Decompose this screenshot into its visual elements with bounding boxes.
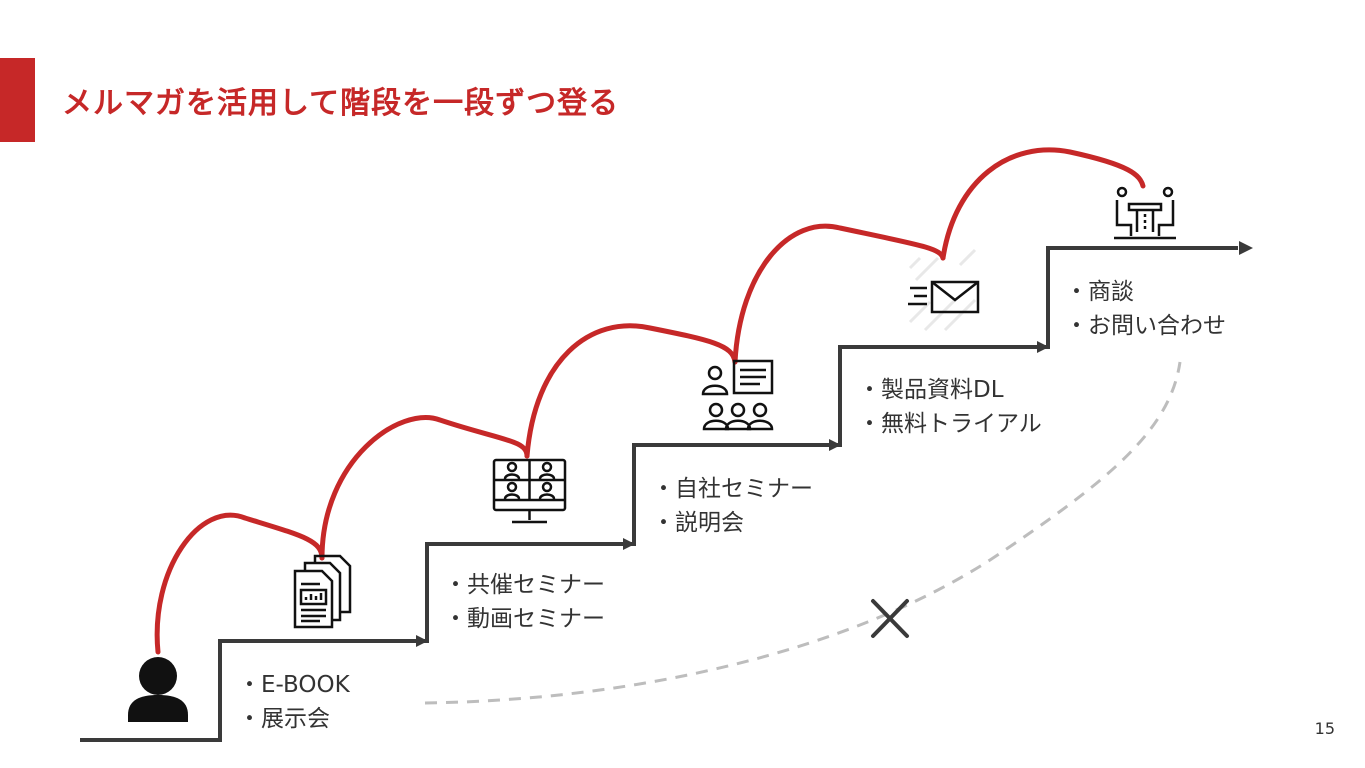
step-3-item: 説明会	[652, 506, 813, 540]
hop-arc	[940, 147, 1146, 261]
step-1-item: 展示会	[238, 702, 350, 736]
step-2-item: 共催セミナー	[444, 568, 605, 602]
step-4-label: 製品資料DL 無料トライアル	[858, 373, 1042, 441]
page-number: 15	[1314, 719, 1335, 738]
hop-arc	[154, 512, 325, 655]
step-5-label: 商談 お問い合わせ	[1065, 275, 1226, 343]
step-5-item: 商談	[1065, 275, 1226, 309]
step-2-item: 動画セミナー	[444, 602, 605, 636]
step-arrowhead	[829, 439, 841, 451]
step-4-item: 製品資料DL	[858, 373, 1042, 407]
title-accent-bar	[0, 58, 35, 142]
shortcut-dashed-curve	[424, 361, 1182, 705]
hop-arc	[524, 323, 738, 459]
step-3-label: 自社セミナー 説明会	[652, 472, 813, 540]
step-1-item: E-BOOK	[238, 668, 350, 702]
step-arrowhead	[416, 635, 428, 647]
hop-arc	[732, 223, 946, 365]
step-1-label: E-BOOK 展示会	[238, 668, 350, 736]
step-5-item: お問い合わせ	[1065, 309, 1226, 343]
presentation-audience-icon	[701, 359, 774, 431]
email-send-icon	[908, 248, 980, 332]
step-arrowhead	[623, 538, 635, 550]
step-4-item: 無料トライアル	[858, 407, 1042, 441]
person-icon	[128, 657, 188, 722]
staircase-arrowhead	[1239, 241, 1253, 255]
step-3-item: 自社セミナー	[652, 472, 813, 506]
hop-arc	[319, 415, 530, 561]
documents-icon	[293, 554, 352, 629]
step-2-label: 共催セミナー 動画セミナー	[444, 568, 605, 636]
online-seminar-icon	[492, 458, 567, 524]
slide-title: メルマガを活用して階段を一段ずつ登る	[62, 86, 620, 121]
shortcut-cross-icon	[871, 599, 909, 638]
step-arrowhead	[1037, 341, 1049, 353]
meeting-table-icon	[1114, 186, 1176, 240]
